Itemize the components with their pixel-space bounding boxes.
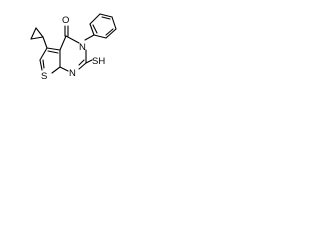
bond xyxy=(59,35,67,51)
bond xyxy=(101,16,111,20)
bond xyxy=(89,13,101,25)
bond xyxy=(30,27,37,40)
oxygen-label: O xyxy=(62,15,69,26)
bond xyxy=(39,59,43,71)
bond xyxy=(42,36,48,49)
bond xyxy=(35,27,44,38)
bond xyxy=(78,62,87,70)
pyrimidine-ring xyxy=(59,25,93,72)
nitrogen-label: N xyxy=(69,68,76,79)
bond xyxy=(85,59,93,64)
bond xyxy=(30,36,44,40)
thiophene-ring xyxy=(39,47,61,74)
bond xyxy=(47,50,59,54)
molecule-drawing: O N N S SH xyxy=(30,13,117,82)
phenyl-ring xyxy=(89,13,117,39)
bond xyxy=(105,28,117,39)
bond xyxy=(78,59,85,66)
sulfur-label: S xyxy=(41,71,47,82)
bond xyxy=(59,66,69,72)
bond xyxy=(99,13,113,18)
thiol-label: SH xyxy=(92,56,105,67)
cyclopropyl-group xyxy=(30,27,48,49)
bond xyxy=(111,16,117,30)
bond xyxy=(89,23,95,36)
bond xyxy=(46,47,61,51)
bond xyxy=(42,59,45,69)
bond xyxy=(51,66,61,74)
structure-diagram: O N N S SH xyxy=(0,0,130,100)
bond xyxy=(92,24,98,34)
nitrogen-label: N xyxy=(79,42,86,53)
bond xyxy=(65,35,80,44)
bond xyxy=(84,34,95,41)
bond xyxy=(105,28,114,36)
bond xyxy=(39,47,48,61)
bond xyxy=(93,34,107,39)
